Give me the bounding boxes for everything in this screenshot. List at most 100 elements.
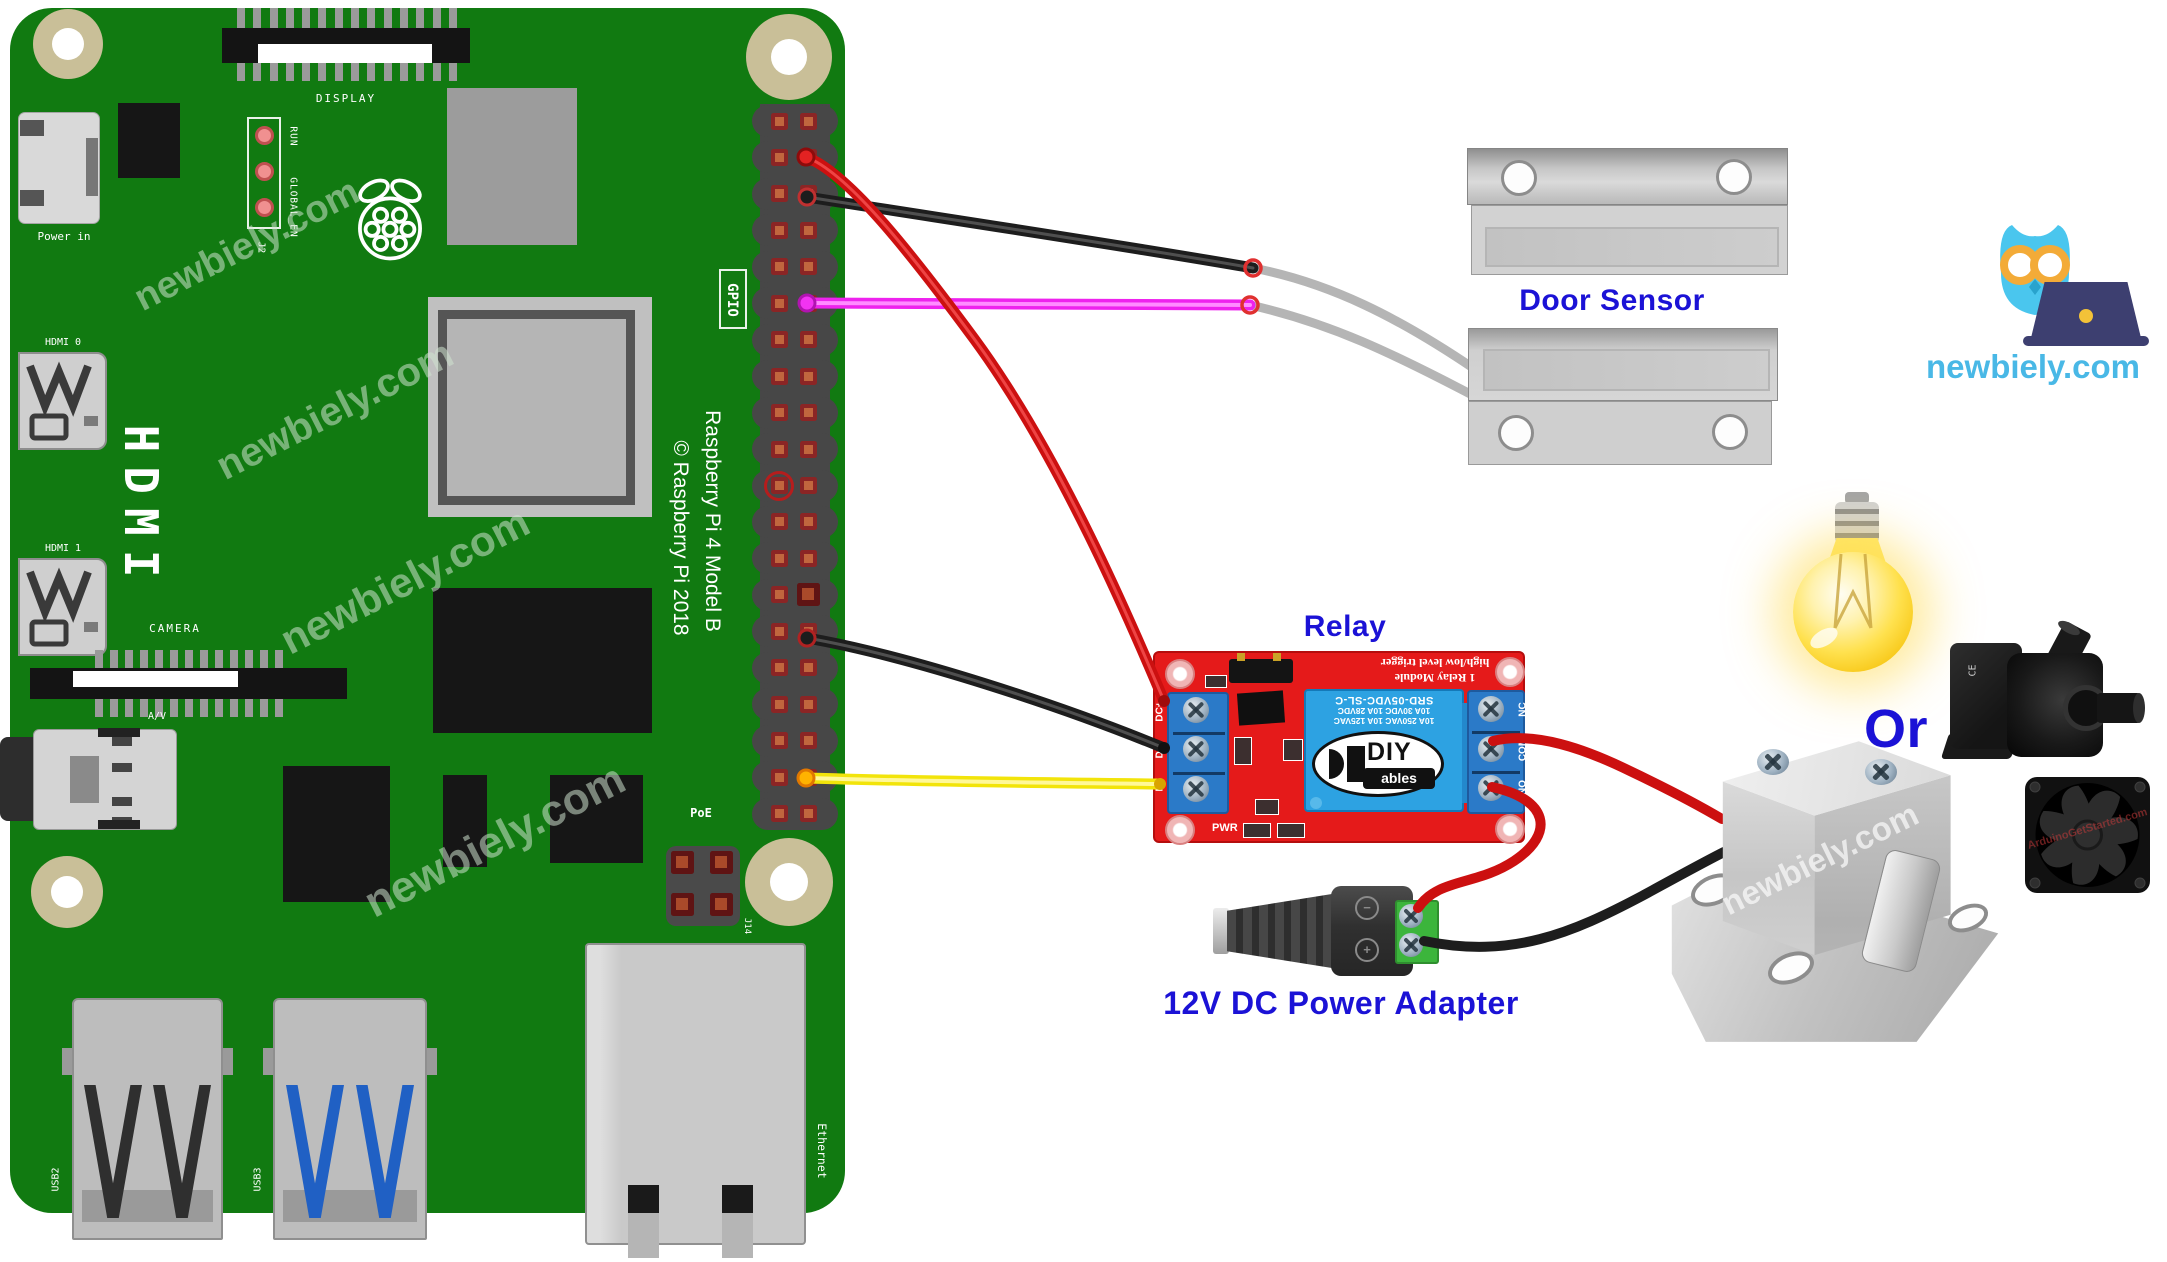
gpio-pin <box>799 805 817 823</box>
usb3-label: USB3 <box>252 1167 264 1192</box>
ethernet-port <box>585 943 806 1245</box>
av-pad <box>112 737 132 746</box>
or-label: Or <box>1863 699 1929 759</box>
terminal-divider <box>1472 731 1520 734</box>
connector-tooth <box>275 650 283 668</box>
connector-tooth <box>230 650 238 668</box>
gpio-label-box: GPIO <box>719 269 747 329</box>
connector-tooth <box>140 650 148 668</box>
gpio-pin <box>799 622 817 640</box>
gpio-row <box>752 542 838 575</box>
terminal-divider <box>1173 732 1225 735</box>
smd-component <box>1205 675 1227 688</box>
gpio-pin <box>799 440 817 458</box>
connector-tooth <box>253 63 262 81</box>
wire-highlight <box>805 636 1166 750</box>
power-in-tab-top <box>20 120 44 136</box>
gpio-row <box>752 761 838 794</box>
gpio-pin <box>770 659 788 677</box>
chip-small-top <box>118 103 180 178</box>
mount-hole-top-right <box>746 14 832 100</box>
gpio-row <box>752 105 838 137</box>
terminal-divider <box>1173 772 1225 775</box>
gpio-row <box>752 250 838 283</box>
camera-label: CAMERA <box>149 622 201 635</box>
connector-tooth <box>285 8 294 28</box>
display-connector-pins-top <box>237 8 457 28</box>
gpio-pin <box>770 440 788 458</box>
relay-terminal-label-no: NO <box>1517 780 1529 795</box>
jumper <box>1229 659 1293 683</box>
relay-cube-line1: SRD-05VDC-SL-C <box>1334 694 1434 706</box>
cooling-fan: ArduinoGetStarted.com <box>2025 777 2150 893</box>
wire-gray-sensor-2 <box>1245 300 1481 402</box>
gpio-pin <box>770 112 788 130</box>
connector-tooth <box>302 63 311 81</box>
gpio-pin <box>770 768 788 786</box>
mount-hole-bottom-right <box>745 838 833 926</box>
chip-bottom-right <box>550 775 643 863</box>
wire-junction-ring <box>1243 258 1263 278</box>
wire-red-gpio-to-relay-dcplus <box>800 151 1170 707</box>
terminal-divider <box>1472 771 1520 774</box>
usb2-tab-right <box>221 1048 233 1075</box>
usb2-tab-left <box>62 1048 74 1075</box>
connector-tooth <box>95 650 103 668</box>
pwr-label: PWR <box>1212 822 1238 834</box>
ethernet-label: Ethernet <box>815 1123 829 1179</box>
gpio-pin <box>799 331 817 349</box>
hdmi1-label: HDMI 1 <box>44 543 82 554</box>
hdmi0-port-slots-icon <box>26 361 98 441</box>
connector-tooth <box>140 699 148 717</box>
power-in-socket <box>86 138 98 196</box>
connector-tooth <box>367 63 376 81</box>
j14-pin <box>710 893 733 916</box>
adapter-screw <box>1399 933 1423 957</box>
usb3-tab-left <box>263 1048 275 1075</box>
chip-bottom-mid <box>443 775 487 867</box>
switch-inset <box>1483 349 1770 391</box>
gpio-row <box>752 433 838 466</box>
wire-highlight <box>805 195 1255 270</box>
diyables-bottom-text: ables <box>1363 768 1435 789</box>
terminal-screw <box>1183 736 1209 762</box>
status-led <box>1277 823 1305 838</box>
bulb-filament-icon <box>1833 553 1873 629</box>
relay-cube-line2: 10A 30VDC 10A 28VDC <box>1337 706 1431 716</box>
smd-component <box>1283 739 1303 761</box>
ethernet-leg-foot <box>628 1213 659 1258</box>
connector-tooth <box>275 699 283 717</box>
gpio-pin <box>770 404 788 422</box>
relay-cube-text: 10A 250VAC 10A 125VAC 10A 30VDC 10A 28VD… <box>1308 694 1460 726</box>
newbiely-logo <box>1965 210 2167 385</box>
pump-ce-mark: CE <box>1967 664 1979 677</box>
gpio-pin-highlight-ring <box>764 470 794 501</box>
wire-gray-sensor-1 <box>1248 263 1481 375</box>
cube-dot <box>1310 797 1322 809</box>
diyables-logo: DIY ables <box>1312 731 1444 797</box>
lock-screw <box>1757 749 1789 775</box>
gpio-row <box>752 688 838 721</box>
connector-tooth <box>399 63 408 81</box>
wire-highlight <box>804 155 1166 703</box>
connector-tooth <box>170 650 178 668</box>
gpio-pin <box>799 549 817 567</box>
terminal-screw <box>1478 696 1504 722</box>
gpio-pin <box>799 732 817 750</box>
board-copyright-label: © Raspberry Pi 2018 <box>669 440 692 636</box>
camera-pins-bottom <box>95 699 283 717</box>
connector-tooth <box>399 8 408 28</box>
jumper-pin <box>1237 653 1245 661</box>
wire-highlight <box>805 301 1252 307</box>
av-jack-barrel <box>0 737 34 821</box>
av-jack-body <box>33 729 177 830</box>
j14-pin <box>710 851 733 874</box>
camera-ribbon <box>73 671 238 687</box>
poe-label: PoE <box>690 806 712 820</box>
j2-label: J2 <box>255 241 267 254</box>
chip-bottom-left <box>283 766 390 902</box>
pwr-led <box>1243 823 1271 838</box>
gpio-row <box>752 141 838 174</box>
connector-tooth <box>432 8 441 28</box>
connector-tooth <box>110 699 118 717</box>
